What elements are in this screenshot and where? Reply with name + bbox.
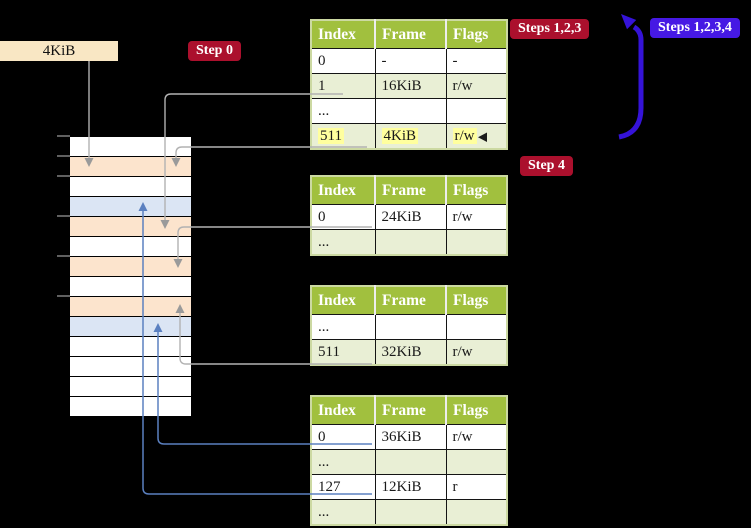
table-cell <box>374 499 446 525</box>
table-cell: - <box>374 48 446 74</box>
memory-frame-row <box>70 257 191 277</box>
table-cell <box>445 449 507 475</box>
table-cell: 12KiB <box>374 474 446 500</box>
memory-frame-row <box>70 337 191 357</box>
table-cell: 36KiB <box>374 424 446 450</box>
badge-steps-1-2-3: Steps 1,2,3 <box>510 19 590 39</box>
memory-frame-row <box>70 157 191 177</box>
column-header: Flags <box>445 20 507 49</box>
table-cell: 0 <box>311 204 375 230</box>
memory-frame-row <box>70 397 191 417</box>
table-cell <box>445 314 507 340</box>
table-row: ... <box>311 499 507 525</box>
memory-frame-row <box>70 197 191 217</box>
frame-size-label: 4KiB <box>0 41 118 61</box>
badge-steps-1-2-3-4: Steps 1,2,3,4 <box>650 18 740 38</box>
table-row: ... <box>311 229 507 255</box>
column-header: Index <box>311 396 375 425</box>
physical-memory-stack <box>70 136 191 417</box>
table-cell: ... <box>311 98 375 124</box>
table-row: 511 4KiB r/w <box>311 123 507 149</box>
table-cell <box>445 229 507 255</box>
recursive-loop-arrow <box>618 24 644 140</box>
highlighted-value: 4KiB <box>381 127 419 144</box>
table-row: ... <box>311 449 507 475</box>
table-cell <box>374 229 446 255</box>
table-cell: 16KiB <box>374 73 446 99</box>
column-header: Flags <box>445 176 507 205</box>
table-cell <box>445 499 507 525</box>
table-cell: 24KiB <box>374 204 446 230</box>
memory-frame-row <box>70 137 191 157</box>
column-header: Flags <box>445 396 507 425</box>
table-cell: 127 <box>311 474 375 500</box>
table-row: ... <box>311 314 507 340</box>
column-header: Frame <box>374 176 446 205</box>
table-cell: r/w <box>445 73 507 99</box>
table-cell: ... <box>311 229 375 255</box>
table-cell: ... <box>311 449 375 475</box>
table-cell: r/w <box>445 424 507 450</box>
table-row: 0-- <box>311 48 507 74</box>
highlighted-value: r/w <box>452 127 477 144</box>
column-header: Flags <box>445 286 507 315</box>
column-header: Frame <box>374 396 446 425</box>
column-header: Index <box>311 286 375 315</box>
table-cell: r/w <box>445 123 507 149</box>
recursive-loop-arrowhead <box>621 14 637 30</box>
table-cell: r <box>445 474 507 500</box>
table-cell <box>374 449 446 475</box>
memory-frame-row <box>70 317 191 337</box>
table-cell: r/w <box>445 339 507 365</box>
memory-frame-row <box>70 297 191 317</box>
table-row: ... <box>311 98 507 124</box>
memory-tick-marks <box>57 135 70 297</box>
table-cell: 511 <box>311 339 375 365</box>
memory-frame-row <box>70 237 191 257</box>
table-cell: 32KiB <box>374 339 446 365</box>
table-cell: ... <box>311 314 375 340</box>
badge-step-4: Step 4 <box>520 156 573 176</box>
table-cell: ... <box>311 499 375 525</box>
table-cell: 511 <box>311 123 375 149</box>
memory-frame-row <box>70 277 191 297</box>
table-cell: 0 <box>311 424 375 450</box>
memory-frame-row <box>70 217 191 237</box>
table-cell: 0 <box>311 48 375 74</box>
table-cell: r/w <box>445 204 507 230</box>
memory-frame-row <box>70 357 191 377</box>
table-cell <box>374 314 446 340</box>
table-cell <box>374 98 446 124</box>
highlighted-value: 511 <box>318 127 344 144</box>
table-cell: 1 <box>311 73 375 99</box>
memory-frame-row <box>70 377 191 397</box>
table-cell: - <box>445 48 507 74</box>
memory-frame-row <box>70 177 191 197</box>
table-cell <box>445 98 507 124</box>
badge-step-0: Step 0 <box>188 41 241 61</box>
table-cell: 4KiB <box>374 123 446 149</box>
column-header: Frame <box>374 20 446 49</box>
column-header: Index <box>311 176 375 205</box>
column-header: Frame <box>374 286 446 315</box>
column-header: Index <box>311 20 375 49</box>
